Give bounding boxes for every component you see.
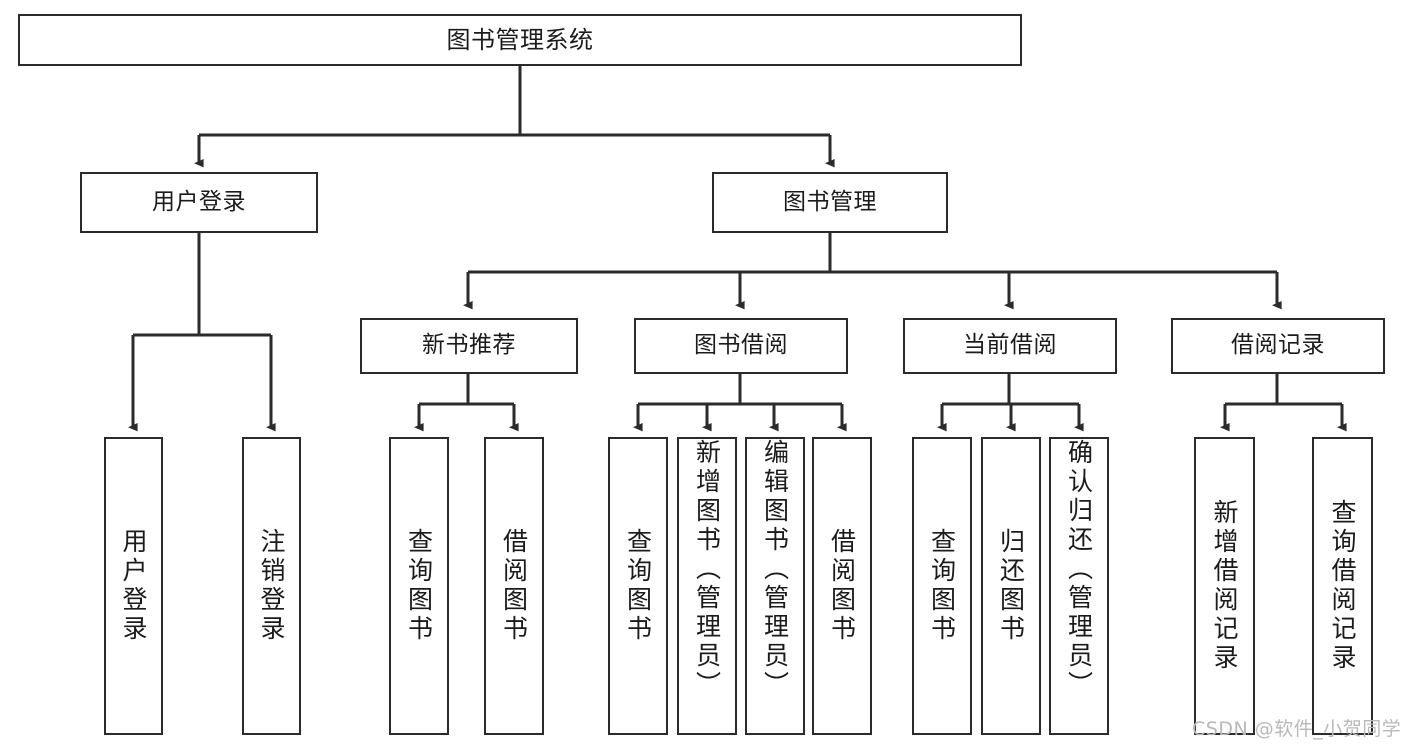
node-label: 图书管理系统 <box>446 25 594 54</box>
leaf-book-borrow-edit[interactable]: 编辑图书（管理员） <box>745 437 805 735</box>
node-label: 新增图书（管理员） <box>692 439 722 700</box>
leaf-new-book-query[interactable]: 查询图书 <box>389 437 449 735</box>
node-book-borrow[interactable]: 图书借阅 <box>634 318 848 374</box>
leaf-user-login-logout[interactable]: 注销登录 <box>242 437 301 735</box>
node-label: 编辑图书（管理员） <box>760 439 790 700</box>
leaf-borrow-record-query[interactable]: 查询借阅记录 <box>1312 437 1373 735</box>
node-label: 查询图书 <box>623 528 653 644</box>
node-label: 确认归还（管理员） <box>1064 439 1094 700</box>
node-label: 新书推荐 <box>422 332 516 359</box>
node-label: 图书管理 <box>783 188 877 215</box>
node-label: 图书借阅 <box>694 332 788 359</box>
leaf-current-borrow-confirm-return[interactable]: 确认归还（管理员） <box>1049 437 1109 735</box>
node-user-login[interactable]: 用户登录 <box>80 172 318 233</box>
node-label: 借阅图书 <box>827 528 857 644</box>
leaf-current-borrow-return[interactable]: 归还图书 <box>981 437 1041 735</box>
node-label: 归还图书 <box>996 528 1026 644</box>
leaf-user-login-login[interactable]: 用户登录 <box>104 437 163 735</box>
node-new-book-recommend[interactable]: 新书推荐 <box>360 318 578 374</box>
leaf-book-borrow-add[interactable]: 新增图书（管理员） <box>677 437 737 735</box>
node-label: 用户登录 <box>119 528 148 644</box>
node-label: 借阅图书 <box>499 528 529 644</box>
leaf-book-borrow-borrow[interactable]: 借阅图书 <box>812 437 872 735</box>
node-label: 当前借阅 <box>963 332 1057 359</box>
node-label: 注销登录 <box>257 528 286 644</box>
node-label: 借阅记录 <box>1231 332 1325 359</box>
node-label: 查询借阅记录 <box>1328 499 1357 673</box>
node-label: 查询图书 <box>404 528 434 644</box>
node-current-borrow[interactable]: 当前借阅 <box>903 318 1117 374</box>
leaf-book-borrow-query[interactable]: 查询图书 <box>608 437 668 735</box>
leaf-borrow-record-add[interactable]: 新增借阅记录 <box>1194 437 1255 735</box>
node-label: 新增借阅记录 <box>1210 499 1239 673</box>
node-book-management[interactable]: 图书管理 <box>712 172 948 233</box>
leaf-current-borrow-query[interactable]: 查询图书 <box>912 437 972 735</box>
node-borrow-record[interactable]: 借阅记录 <box>1171 318 1385 374</box>
watermark-text: CSDN @软件_小贺同学 <box>1192 718 1402 740</box>
node-root-book-management-system[interactable]: 图书管理系统 <box>18 14 1022 66</box>
node-label: 用户登录 <box>152 188 246 215</box>
leaf-new-book-borrow[interactable]: 借阅图书 <box>484 437 544 735</box>
node-label: 查询图书 <box>927 528 957 644</box>
